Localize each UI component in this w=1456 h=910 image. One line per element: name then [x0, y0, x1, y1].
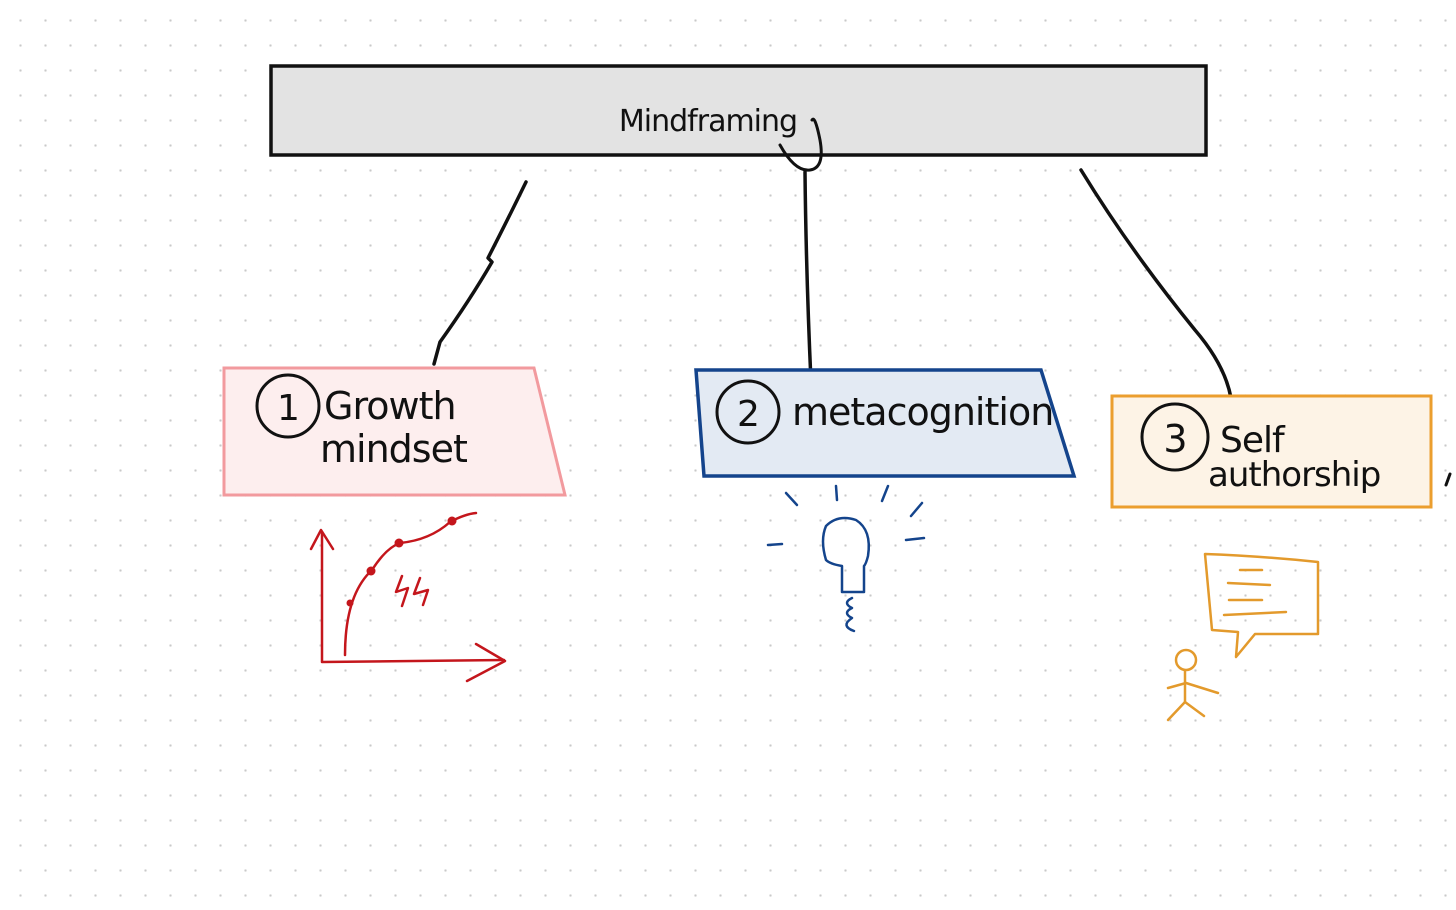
branch-growth-mindset-number-circle — [255, 373, 321, 439]
branch-growth-mindset-number: 1 — [277, 388, 299, 429]
connector-growth-mindset — [432, 180, 528, 366]
branch-metacognition[interactable]: 2 metacognition — [694, 368, 1077, 478]
branch-self-authorship-number: 3 — [1163, 417, 1186, 461]
branch-self-authorship[interactable]: 3 Self authorship — [1110, 394, 1433, 509]
root-node-box — [269, 64, 1208, 157]
lightbulb-icon — [766, 484, 926, 633]
branch-metacognition-number: 2 — [737, 394, 759, 435]
branch-self-authorship-label-line2: authorship — [1208, 455, 1380, 495]
connector-self-authorship — [1079, 168, 1233, 400]
branch-self-authorship-label-line1: Self — [1220, 420, 1286, 461]
branch-growth-mindset-label-line1: Growth — [324, 384, 456, 428]
branch-growth-mindset[interactable]: 1 Growth mindset — [222, 366, 567, 497]
connector-metacognition — [803, 170, 813, 384]
branch-metacognition-box — [694, 368, 1077, 478]
branch-metacognition-label: metacognition — [792, 390, 1053, 434]
person-speech-bubble-icon — [1166, 552, 1320, 722]
growth-curve-icon — [309, 511, 507, 683]
stray-ink-mark — [1444, 472, 1452, 487]
branch-growth-mindset-box — [222, 366, 567, 497]
branch-self-authorship-number-circle — [1140, 402, 1210, 472]
root-label-flourish — [778, 117, 823, 172]
branch-self-authorship-box — [1110, 394, 1433, 509]
root-node-label: Mindframing — [619, 104, 797, 139]
connectors — [432, 168, 1233, 400]
root-node[interactable]: Mindframing — [269, 64, 1208, 172]
branch-metacognition-number-circle — [715, 379, 781, 445]
branch-growth-mindset-label-line2: mindset — [320, 427, 467, 471]
